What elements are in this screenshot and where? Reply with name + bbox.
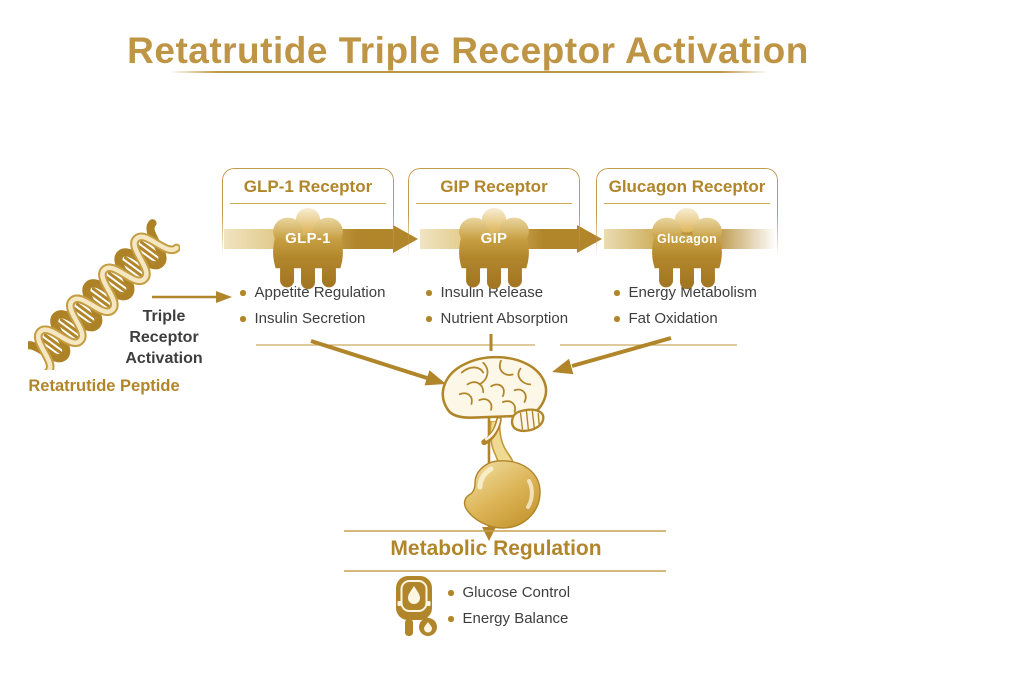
receptor-title-rule [416, 203, 572, 204]
receptor-title: GLP-1 Receptor [243, 177, 373, 196]
list-item: Appetite Regulation [240, 280, 385, 306]
effect-label: Energy Balance [462, 610, 569, 627]
receptor-box: Glucagon Receptor [596, 168, 778, 257]
outcome-title: Metabolic Regulation [390, 537, 602, 560]
effects-list: Insulin Release Nutrient Absorption [426, 280, 568, 332]
list-item: Fat Oxidation [614, 306, 757, 332]
brain-icon [441, 355, 548, 446]
ligand-label: Glucagon [656, 232, 718, 246]
list-item: Energy Metabolism [614, 280, 757, 306]
bullet-icon [240, 290, 246, 296]
effect-label: Appetite Regulation [254, 284, 386, 301]
page-title: Retatrutide Triple Receptor Activation [127, 30, 809, 71]
effect-label: Nutrient Absorption [440, 310, 569, 327]
bullet-icon [448, 590, 454, 596]
bullet-icon [426, 290, 432, 296]
effects-list: Appetite Regulation Insulin Secretion [240, 280, 385, 332]
outcome-effects-list: Glucose Control Energy Balance [448, 580, 570, 632]
ligand-label: GLP-1 [285, 230, 331, 247]
receptor-title-rule [604, 203, 770, 204]
ligand-label: GIP [480, 230, 508, 247]
effect-label: Glucose Control [462, 584, 571, 601]
glucose-meter-icon [396, 576, 437, 636]
effect-label: Insulin Secretion [254, 310, 366, 327]
receptor-panel-glp1: GLP-1 Receptor [222, 168, 394, 363]
dna-helix-icon [28, 219, 180, 370]
effects-list: Energy Metabolism Fat Oxidation [614, 280, 757, 332]
receptor-box: GIP Receptor [408, 168, 580, 257]
activation-label: Triple Receptor Activation [125, 308, 203, 367]
receptor-title: GIP Receptor [440, 177, 548, 196]
list-item: Energy Balance [448, 606, 570, 632]
receptor-panel-glucagon: Glucagon Receptor Glucagon Energy Metabo… [596, 168, 778, 363]
list-item: Insulin Secretion [240, 306, 385, 332]
receptor-box: GLP-1 Receptor [222, 168, 394, 257]
bullet-icon [240, 316, 246, 322]
list-item: Nutrient Absorption [426, 306, 568, 332]
receptor-panel-gip: GIP Receptor GIP Insulin Release Nutrien… [408, 168, 580, 363]
effect-label: Insulin Release [440, 284, 544, 301]
receptor-title: Glucagon Receptor [608, 177, 766, 196]
list-item: Glucose Control [448, 580, 570, 606]
effect-label: Fat Oxidation [628, 310, 718, 327]
bullet-icon [448, 616, 454, 622]
bullet-icon [614, 316, 620, 322]
list-item: Insulin Release [426, 280, 568, 306]
effect-label: Energy Metabolism [628, 284, 757, 301]
peptide-label: Retatrutide Peptide [28, 377, 180, 395]
bullet-icon [614, 290, 620, 296]
receptor-title-rule [230, 203, 386, 204]
title-underline [170, 71, 768, 74]
bullet-icon [426, 316, 432, 322]
stomach-icon [463, 421, 541, 529]
